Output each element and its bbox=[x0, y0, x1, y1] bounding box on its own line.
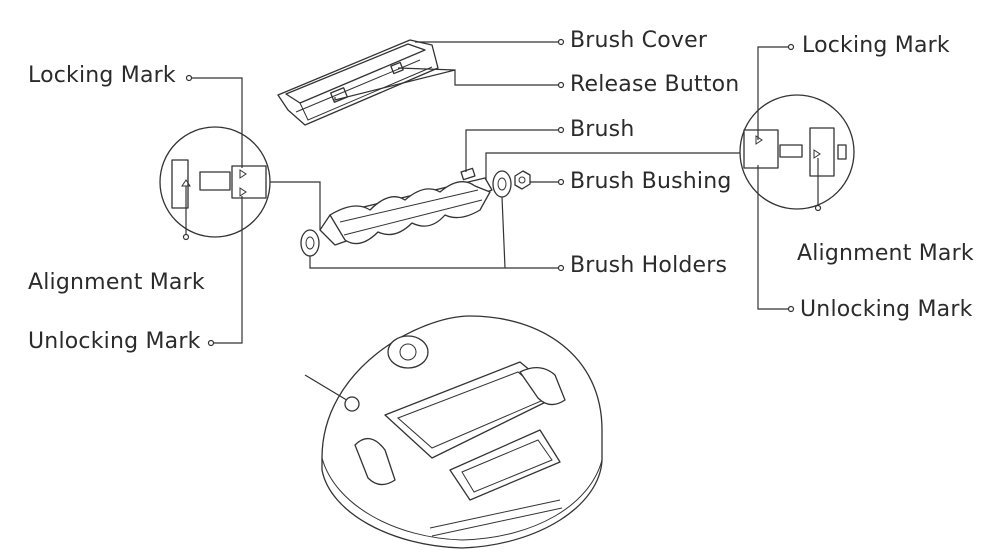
brush-holder-right bbox=[492, 170, 512, 198]
brush-cover-part bbox=[277, 39, 439, 126]
left-unlocking-mark-label: Unlocking Mark bbox=[28, 329, 201, 354]
left-locking-mark-label: Locking Mark bbox=[28, 63, 176, 88]
brush-label: Brush bbox=[570, 117, 635, 142]
brush-cover-label: Brush Cover bbox=[570, 28, 708, 53]
brush-bushing-part bbox=[514, 170, 531, 190]
right-unlocking-mark-label: Unlocking Mark bbox=[800, 297, 973, 322]
robot-vacuum-body bbox=[304, 315, 603, 549]
right-alignment-mark-label: Alignment Mark bbox=[797, 241, 974, 266]
brush-holder-left bbox=[300, 229, 320, 257]
left-detail-circle bbox=[159, 126, 271, 238]
brush-bushing-label: Brush Bushing bbox=[570, 169, 732, 194]
right-detail-circle bbox=[739, 94, 855, 210]
left-alignment-mark-label: Alignment Mark bbox=[28, 270, 205, 295]
brush-part bbox=[319, 167, 493, 246]
right-locking-mark-label: Locking Mark bbox=[802, 33, 950, 58]
brush-holders-label: Brush Holders bbox=[570, 253, 728, 278]
release-button-label: Release Button bbox=[570, 72, 740, 97]
leader-lines bbox=[182, 38, 822, 347]
